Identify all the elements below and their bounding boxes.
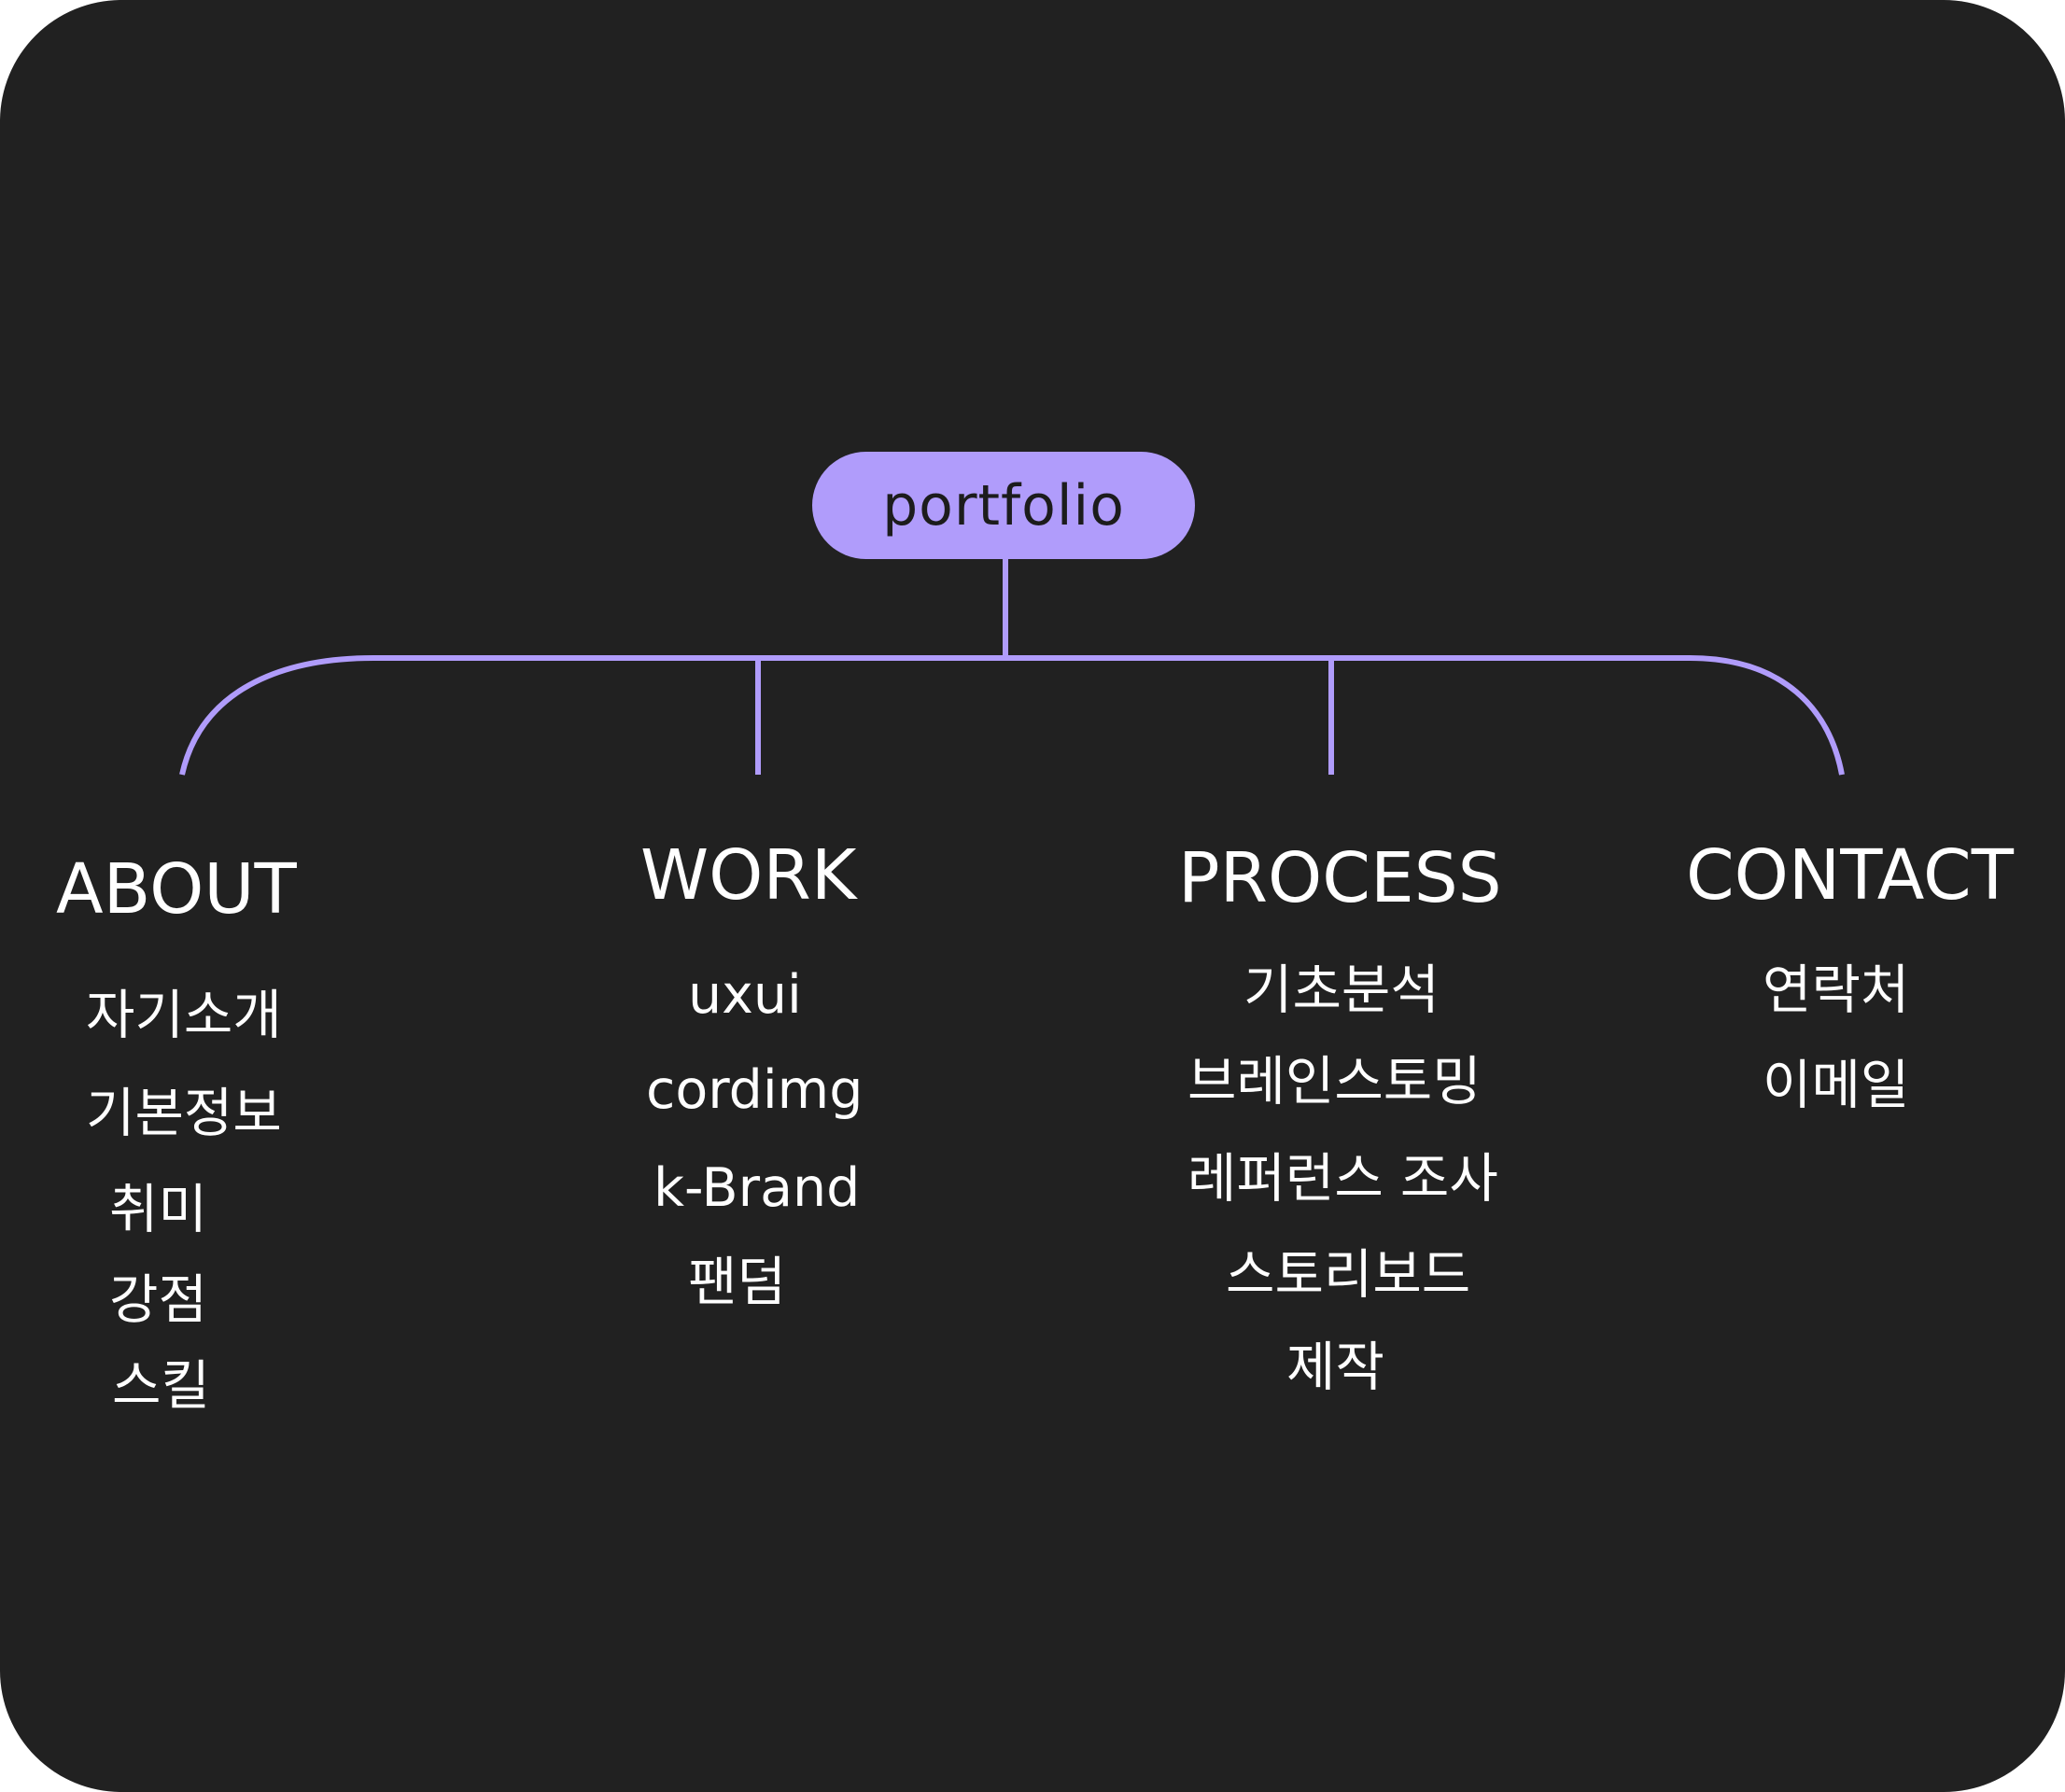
about-item-skill: 스킬 [112,1355,210,1417]
work-item-uxui: uxui [688,964,802,1026]
process-item-basic-analysis: 기초분석 [1243,959,1440,1021]
section-heading-process: PROCESS [1178,838,1502,918]
process-item-storyboard: 스토리보드 [1226,1244,1471,1306]
about-item-hobby: 취미 [109,1179,207,1240]
root-label: portfolio [882,472,1125,539]
work-item-cordimg: cordimg [646,1059,864,1121]
process-item-reference-research: 레퍼런스 조사 [1187,1148,1498,1210]
process-item-production: 제작 [1286,1337,1384,1398]
work-item-kbrand: k-Brand [653,1157,861,1219]
section-heading-work: WORK [640,835,857,916]
bracket-line [179,655,1845,776]
contact-item-email: 이메일 [1763,1055,1910,1116]
about-item-basic-info: 기본정보 [86,1083,282,1144]
about-item-self-intro: 자기소개 [86,985,282,1046]
work-item-fandom: 팬덤 [688,1252,786,1313]
section-heading-about: ABOUT [56,849,297,930]
process-item-brainstorming: 브레인스토밍 [1187,1051,1482,1113]
root-node: portfolio [812,452,1195,559]
section-heading-contact: CONTACT [1686,835,2014,916]
contact-item-phone: 연락처 [1763,959,1910,1021]
about-item-strength: 강점 [109,1269,207,1331]
